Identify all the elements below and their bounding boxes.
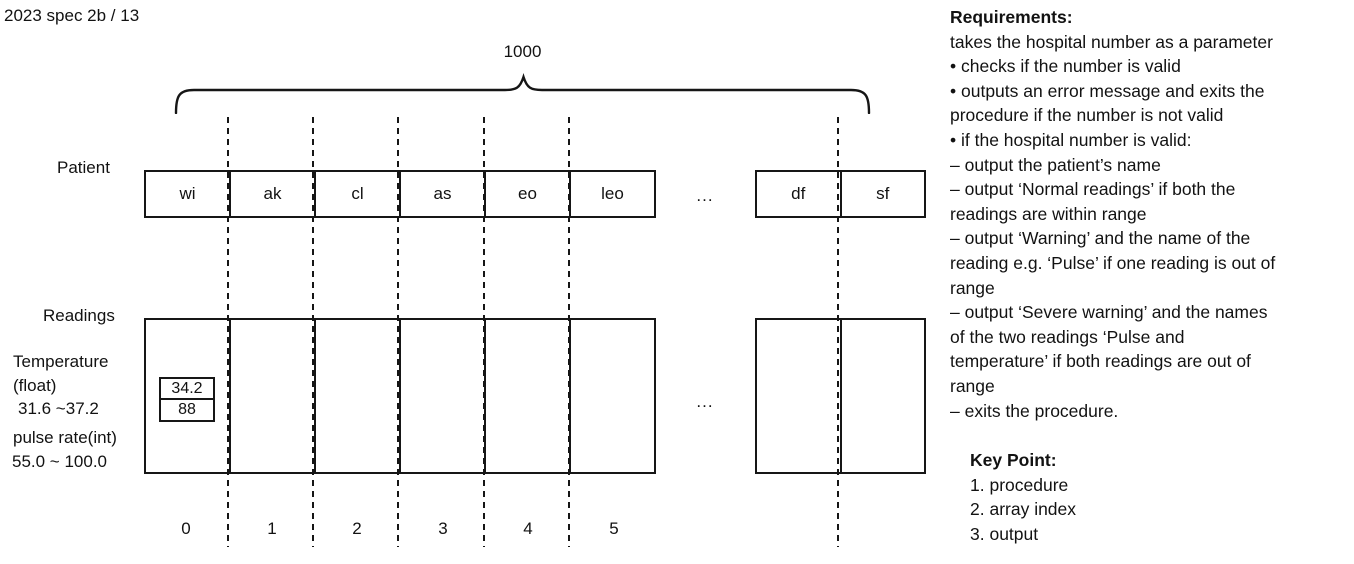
index-divider-dashed-line	[227, 117, 229, 547]
array-index-label: 0	[181, 519, 191, 538]
key-point-item: 3. output	[970, 523, 1039, 544]
readings-first-element-values: 34.2 88	[159, 377, 215, 422]
readings-cell	[231, 320, 316, 472]
patient-array-ellipsis: ...	[696, 186, 714, 205]
requirement-item: • if the hospital number is valid:	[950, 129, 1192, 150]
temperature-value-box: 34.2	[159, 377, 215, 400]
patient-cell: leo	[601, 184, 624, 203]
requirement-item: – output ‘Severe warning’ and the names …	[950, 302, 1268, 396]
temperature-type-label: (float)	[13, 376, 57, 395]
readings-row-label: Readings	[43, 306, 115, 325]
requirement-item: – output the patient’s name	[950, 154, 1161, 175]
requirements-heading: Requirements:	[950, 7, 1073, 27]
requirement-item: – output ‘Normal readings’ if both the r…	[950, 179, 1236, 224]
array-index-label: 1	[267, 519, 277, 538]
index-divider-dashed-line	[397, 117, 399, 547]
array-index-label: 5	[609, 519, 619, 538]
patient-cell: as	[401, 172, 486, 216]
patient-cell: df	[757, 172, 842, 216]
patient-cell: cl	[316, 172, 401, 216]
temperature-field-label: Temperature	[13, 352, 109, 371]
pulse-field-label: pulse rate(int)	[13, 428, 117, 447]
requirement-item: takes the hospital number as a parameter	[950, 31, 1273, 52]
key-point-item: 1. procedure	[970, 474, 1069, 495]
readings-cell	[571, 320, 654, 472]
array-index-label: 4	[523, 519, 533, 538]
pulse-value-box: 88	[159, 398, 215, 422]
patient-array-tail: df sf	[755, 170, 926, 218]
patient-cell: ak	[231, 172, 316, 216]
readings-array-tail	[755, 318, 926, 474]
index-divider-dashed-line	[837, 117, 839, 547]
key-point-item: 2. array index	[970, 499, 1077, 520]
readings-cell	[486, 320, 571, 472]
requirement-item: – exits the procedure.	[950, 400, 1119, 421]
readings-cell	[316, 320, 401, 472]
temperature-range-label: 31.6 ~37.2	[18, 399, 99, 418]
key-point-panel: Key Point: 1. procedure 2. array index 3…	[950, 448, 1352, 546]
readings-array-ellipsis: ...	[696, 392, 714, 411]
readings-cell	[757, 320, 842, 472]
pulse-range-label: 55.0 ~ 100.0	[12, 452, 108, 471]
array-index-label: 3	[438, 519, 448, 538]
patient-cell: eo	[486, 172, 571, 216]
index-divider-dashed-line	[312, 117, 314, 547]
patient-cell: wi	[146, 172, 231, 216]
patient-cell: sf	[876, 184, 890, 203]
exam-reference-title: 2023 spec 2b / 13	[4, 6, 140, 25]
patient-row-label: Patient	[57, 158, 110, 177]
array-index-label: 2	[352, 519, 362, 538]
requirements-panel: Requirements: takes the hospital number …	[950, 5, 1352, 546]
patient-array: wi ak cl as eo leo	[144, 170, 656, 218]
readings-cell	[842, 320, 925, 472]
readings-cell	[146, 320, 231, 472]
capacity-brace-icon	[174, 73, 871, 114]
requirement-item: • outputs an error message and exits the…	[950, 80, 1265, 126]
readings-cell	[401, 320, 486, 472]
readings-array	[144, 318, 656, 474]
key-point-heading: Key Point:	[970, 450, 1057, 471]
requirement-item: • checks if the number is valid	[950, 56, 1181, 77]
requirement-item: – output ‘Warning’ and the name of the r…	[950, 228, 1276, 298]
capacity-label: 1000	[503, 42, 542, 61]
